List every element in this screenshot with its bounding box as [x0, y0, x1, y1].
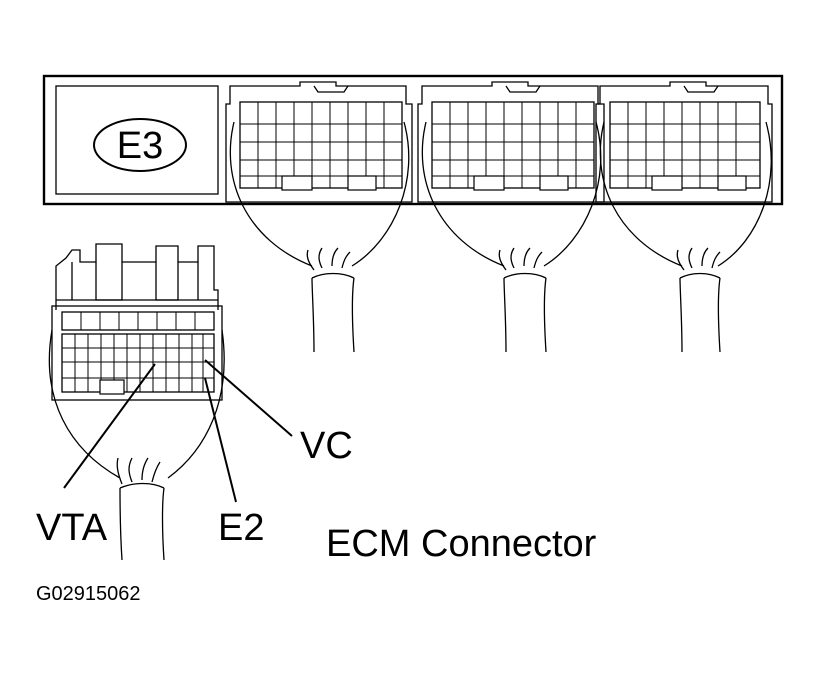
ecm-socket-group [225, 81, 773, 353]
e2-leader-line [204, 377, 237, 503]
pin-leader-lines [63, 359, 293, 503]
vta-leader-line [63, 363, 156, 489]
connector-id-badge: E3 [93, 118, 187, 172]
diagram-caption: ECM Connector [326, 523, 597, 565]
ecm-socket-1 [225, 81, 413, 353]
sensor-connector [48, 243, 225, 561]
vc-leader-line [204, 359, 293, 437]
connector-id-label: E3 [117, 125, 163, 167]
vc-pin-label: VC [300, 425, 353, 467]
e2-pin-label: E2 [218, 507, 264, 549]
ecm-socket-2 [417, 81, 605, 353]
ecm-housing: E3 [42, 74, 784, 206]
figure-code: G02915062 [36, 583, 141, 605]
vta-pin-label: VTA [36, 507, 108, 549]
ecm-socket-3 [595, 81, 773, 353]
